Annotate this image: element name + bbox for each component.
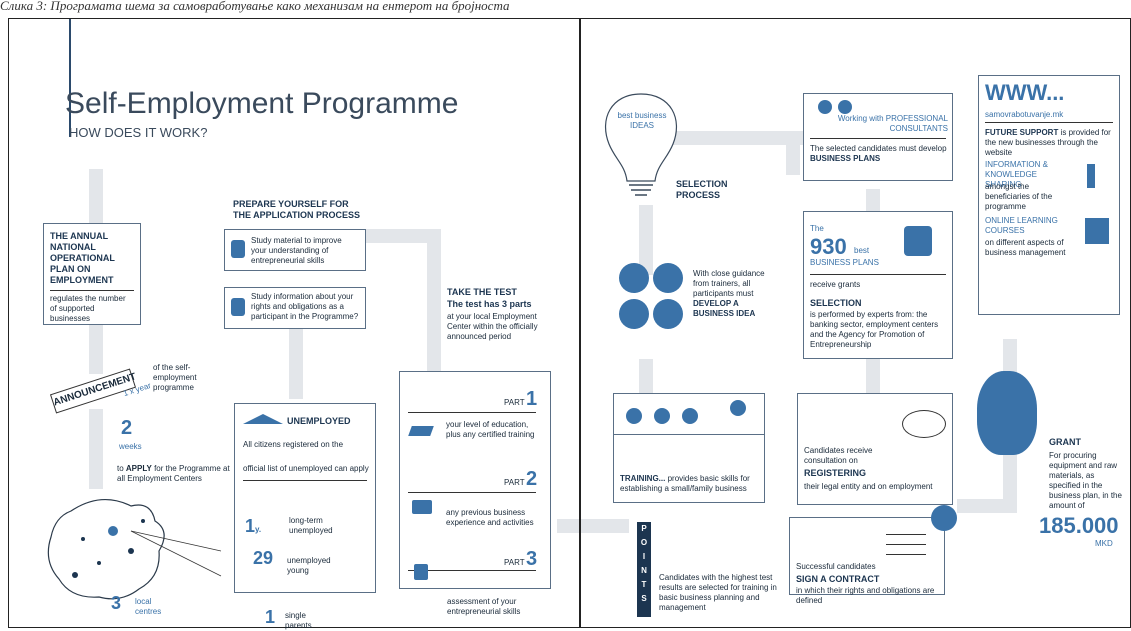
checkmark-icon	[931, 505, 957, 531]
money-bag-icon	[977, 371, 1037, 455]
annual-plan-text: regulates the number of supported busine…	[50, 294, 126, 323]
consultant-icon	[818, 100, 832, 114]
announcement-text: of the self-employment programme	[153, 363, 197, 392]
prepare-item-2: Study information about your rights and …	[224, 287, 366, 329]
graduation-cap-icon	[408, 426, 434, 436]
long-term-number: 1y.	[245, 516, 262, 536]
weeks-number: 2	[121, 417, 133, 439]
arrow-circle-icon	[619, 299, 649, 329]
speech-bubble-icon	[902, 410, 946, 438]
grant-amount: 185.000	[1039, 513, 1119, 538]
book-icon	[1085, 218, 1109, 244]
person-icon	[730, 400, 746, 416]
centres-number: 3	[111, 593, 122, 613]
graduate-icon	[904, 226, 932, 256]
training-text: TRAINING... provides basic skills for es…	[620, 474, 750, 493]
person-icon	[682, 408, 698, 424]
prepare-heading: PREPARE YOURSELF FOR THE APPLICATION PRO…	[233, 199, 361, 220]
document-icon	[231, 298, 245, 316]
figure-caption: Слика 3: Програмата шема за самовработув…	[0, 0, 510, 13]
grant-unit: MKD	[1095, 539, 1113, 548]
weeks-label: weeks	[119, 442, 142, 451]
apply-text: to APPLY for the Programme at all Employ…	[117, 464, 230, 483]
annual-plan-heading: THE ANNUAL NATIONAL OPERATIONAL PLAN ON …	[50, 231, 115, 285]
roof-icon	[243, 414, 283, 424]
annual-plan-box: THE ANNUAL NATIONAL OPERATIONAL PLAN ON …	[43, 223, 141, 325]
page-title: Self-Employment Programme	[65, 87, 459, 120]
test-box: PART 1 your level of education, plus any…	[399, 371, 551, 589]
points-text: Candidates with the highest test results…	[659, 573, 777, 612]
develop-text: With close guidance from trainers, all p…	[693, 269, 765, 318]
prepare-item-1: Study material to improve your understan…	[224, 229, 366, 271]
arrow-circle-icon	[653, 263, 683, 293]
arrow-circle-icon	[653, 299, 683, 329]
single-parents-label: single parents	[285, 611, 312, 630]
unemployed-box: UNEMPLOYED All citizens registered on th…	[234, 403, 376, 593]
contract-box: Successful candidates SIGN A CONTRACT in…	[789, 517, 945, 605]
www-box: WWW... samovrabotuvanje.mk FUTURE SUPPOR…	[978, 75, 1120, 315]
best-ideas-text: best business IDEAS	[617, 111, 667, 130]
certificate-icon	[414, 564, 428, 580]
briefcase-icon	[412, 500, 432, 514]
left-panel: Self-Employment Programme HOW DOES IT WO…	[8, 18, 580, 630]
person-icon	[654, 408, 670, 424]
arrow-circle-icon	[619, 263, 649, 293]
grant-text: For procuring equipment and raw material…	[1049, 451, 1122, 510]
single-parents-number: 1	[265, 607, 276, 627]
test-heading: TAKE THE TEST	[447, 287, 517, 297]
test-subheading: The test has 3 parts	[447, 299, 532, 309]
points-column: P O I N T S	[637, 522, 651, 617]
test-text: at your local Employment Center within t…	[447, 312, 538, 341]
consultants-box: Working with PROFESSIONAL CONSULTANTS Th…	[803, 93, 953, 181]
training-box: TRAINING... provides basic skills for es…	[613, 393, 765, 503]
selection-process-text: SELECTION PROCESS	[676, 179, 728, 200]
info-icon	[1087, 164, 1095, 188]
part3-text: assessment of your entrepreneurial skill…	[447, 597, 521, 616]
best-plans-box: The 930 best BUSINESS PLANS receive gran…	[803, 211, 953, 359]
map-outline	[47, 498, 222, 600]
light-bulb-icon	[605, 93, 677, 196]
grant-heading: GRANT	[1049, 437, 1081, 447]
right-panel: best business IDEAS SELECTION PROCESS Wi…	[580, 18, 1131, 628]
person-icon	[626, 408, 642, 424]
document-icon	[231, 240, 245, 258]
consultant-icon	[838, 100, 852, 114]
centres-label: local centres	[135, 597, 162, 616]
page-subtitle: HOW DOES IT WORK?	[69, 125, 208, 140]
registering-box: Candidates receive consultation on REGIS…	[797, 393, 953, 505]
